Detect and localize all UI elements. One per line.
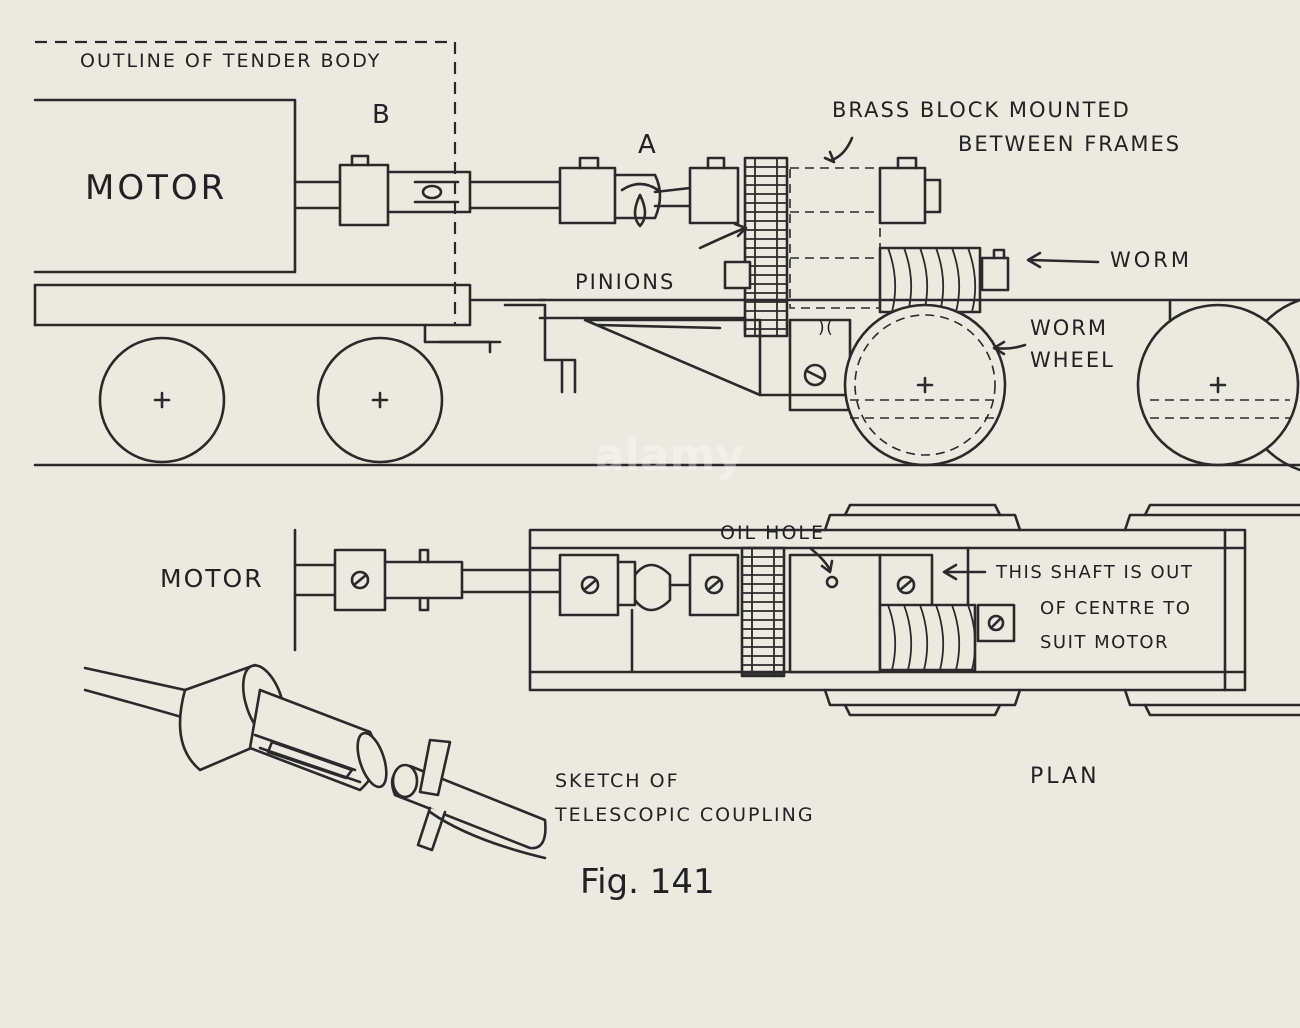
label-b: B bbox=[372, 100, 390, 130]
plan-shaft bbox=[293, 548, 740, 617]
tender-outline bbox=[35, 40, 457, 325]
worm-screw-plan bbox=[878, 603, 1016, 672]
telescopic-coupling-sketch bbox=[83, 663, 547, 860]
pinion-gear-plan bbox=[740, 546, 786, 678]
coupling-a bbox=[558, 156, 740, 228]
label-shaft-2: OF CENTRE TO bbox=[1040, 598, 1192, 619]
svg-text:)(: )( bbox=[818, 318, 834, 338]
label-worm-wheel-1: WORM bbox=[1030, 316, 1109, 340]
brass-block bbox=[723, 156, 942, 309]
label-motor-plan: MOTOR bbox=[160, 564, 264, 593]
tender-wheel-2 bbox=[316, 336, 444, 464]
pinion-gear-top bbox=[743, 156, 789, 338]
plan-frame bbox=[528, 528, 1247, 692]
tender-frame bbox=[33, 283, 547, 354]
label-shaft-3: SUIT MOTOR bbox=[1040, 632, 1169, 653]
figure-caption: Fig. 141 bbox=[580, 862, 715, 902]
worm-wheel bbox=[843, 303, 1007, 467]
loco-wheel bbox=[1136, 298, 1300, 472]
loco-frame: )( bbox=[33, 283, 1300, 412]
label-worm-wheel-2: WHEEL bbox=[1030, 348, 1115, 372]
plan-wheels bbox=[823, 503, 1300, 717]
tender-wheel-1 bbox=[98, 336, 226, 464]
watermark: alamy bbox=[595, 430, 744, 481]
label-motor-top: MOTOR bbox=[85, 168, 228, 208]
label-sketch-2: TELESCOPIC COUPLING bbox=[555, 804, 815, 826]
worm-screw bbox=[878, 246, 1010, 314]
shaft-motor-b bbox=[293, 154, 562, 227]
label-brass-block-2: BETWEEN FRAMES bbox=[958, 132, 1182, 156]
label-shaft-1: THIS SHAFT IS OUT bbox=[996, 562, 1194, 583]
label-outline-tender-body: OUTLINE OF TENDER BODY bbox=[80, 50, 382, 72]
label-brass-block-1: BRASS BLOCK MOUNTED bbox=[832, 98, 1131, 122]
leader-lines-plan bbox=[808, 546, 987, 581]
label-a: A bbox=[638, 130, 656, 160]
label-worm: WORM bbox=[1110, 248, 1193, 272]
motor-block bbox=[33, 98, 297, 274]
leader-lines-top bbox=[698, 136, 1100, 356]
label-plan: PLAN bbox=[1030, 764, 1100, 789]
label-sketch-1: SKETCH OF bbox=[555, 770, 680, 792]
label-oil-hole: OIL HOLE bbox=[720, 522, 826, 544]
label-pinions: PINIONS bbox=[575, 270, 676, 294]
